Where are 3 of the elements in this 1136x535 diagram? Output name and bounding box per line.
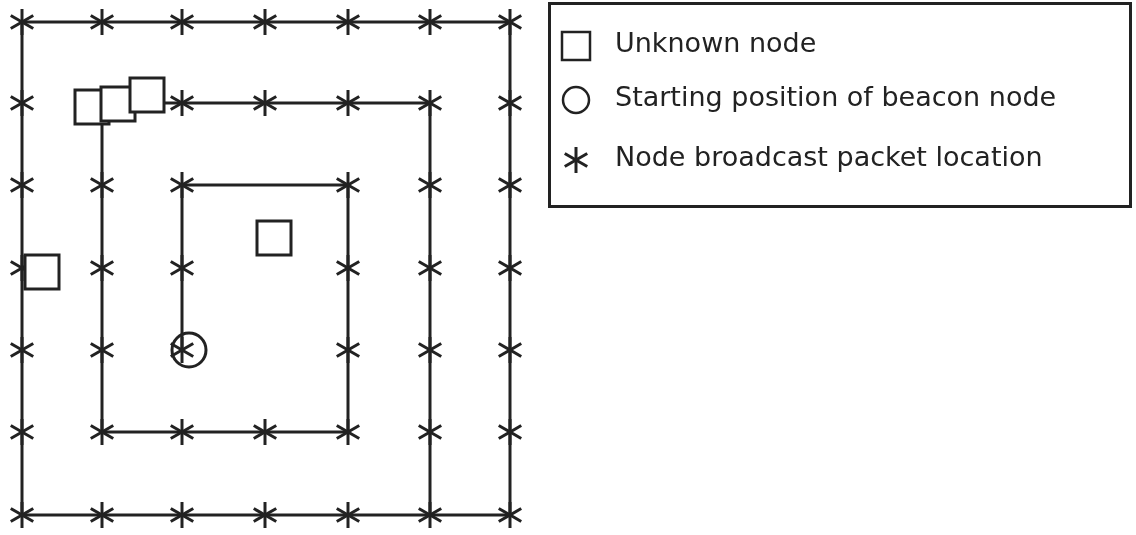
- legend-label: Unknown node: [615, 27, 817, 58]
- legend-label: Starting position of beacon node: [615, 81, 1057, 112]
- legend-label: Node broadcast packet location: [615, 141, 1043, 172]
